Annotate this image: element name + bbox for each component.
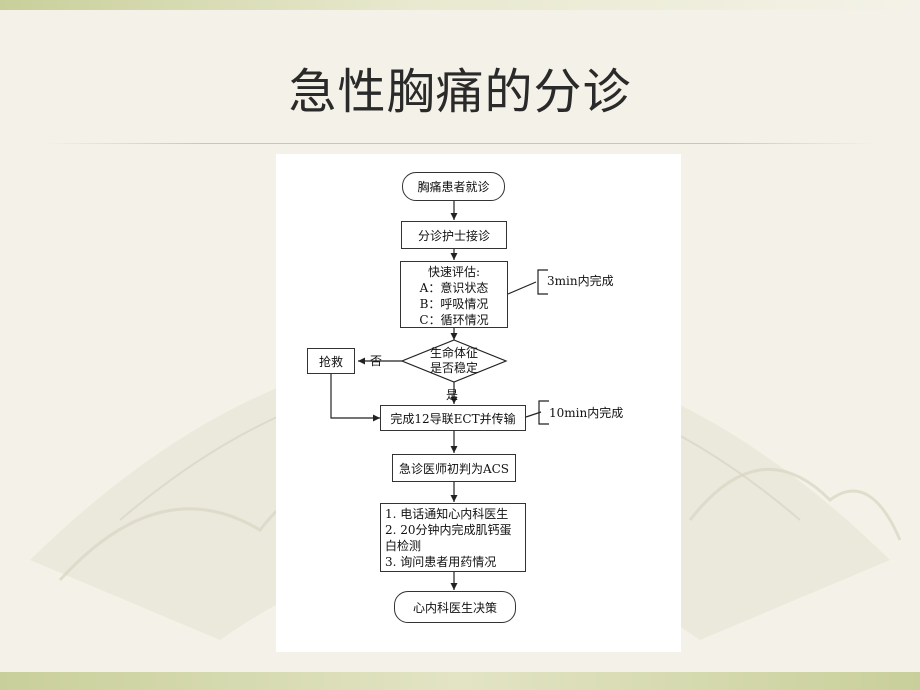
top-decorative-band bbox=[0, 0, 920, 10]
assessment-node: 快速评估: A：意识状态 B：呼吸情况 C：循环情况 bbox=[400, 261, 508, 328]
action-1: 1. 电话通知心内科医生 bbox=[385, 507, 509, 521]
flowchart-panel: 胸痛患者就诊 分诊护士接诊 快速评估: A：意识状态 B：呼吸情况 C：循环情况… bbox=[276, 154, 681, 652]
rescue-node: 抢救 bbox=[307, 348, 355, 374]
yes-branch-label: 是 bbox=[446, 388, 459, 402]
diagnosis-node-label: 急诊医师初判为ACS bbox=[398, 461, 510, 476]
end-node: 心内科医生决策 bbox=[394, 591, 516, 623]
decision-line-1: 生命体征 bbox=[429, 346, 478, 360]
slide-title: 急性胸痛的分诊 bbox=[288, 64, 632, 120]
flowchart-connectors bbox=[330, 201, 549, 590]
bottom-decorative-band bbox=[0, 672, 920, 690]
actions-node: 1. 电话通知心内科医生 2. 20分钟内完成肌钙蛋 白检测 3. 询问患者用药… bbox=[380, 503, 526, 572]
no-branch-label: 否 bbox=[370, 354, 383, 368]
start-node-label: 胸痛患者就诊 bbox=[417, 180, 490, 194]
action-2-cont: 白检测 bbox=[385, 539, 422, 553]
triage-node-label: 分诊护士接诊 bbox=[417, 228, 490, 243]
diagnosis-node: 急诊医师初判为ACS bbox=[392, 454, 516, 482]
end-node-label: 心内科医生决策 bbox=[412, 600, 497, 615]
note-bracket-assessment bbox=[537, 269, 548, 295]
decision-line-2: 是否稳定 bbox=[429, 361, 478, 375]
assessment-item-a: A：意识状态 bbox=[419, 281, 489, 295]
note-bracket-ecg bbox=[538, 400, 549, 425]
ecg-time-note: 10min内完成 bbox=[549, 406, 624, 420]
start-node: 胸痛患者就诊 bbox=[402, 172, 505, 201]
triage-node: 分诊护士接诊 bbox=[401, 221, 507, 249]
note-connector-assessment bbox=[507, 281, 537, 295]
action-3: 3. 询问患者用药情况 bbox=[385, 555, 497, 569]
assessment-title: 快速评估: bbox=[427, 265, 481, 279]
assessment-item-b: B：呼吸情况 bbox=[419, 297, 489, 311]
title-divider bbox=[42, 143, 878, 144]
ecg-node: 完成12导联ECT并传输 bbox=[380, 405, 526, 431]
action-2: 2. 20分钟内完成肌钙蛋 bbox=[385, 523, 512, 537]
rescue-node-label: 抢救 bbox=[318, 354, 343, 369]
assessment-item-c: C：循环情况 bbox=[419, 313, 489, 327]
assessment-time-note: 3min内完成 bbox=[547, 274, 614, 288]
decision-label: 生命体征 是否稳定 bbox=[416, 346, 492, 376]
arrow-rescue-to-ecg bbox=[330, 374, 380, 422]
ecg-node-label: 完成12导联ECT并传输 bbox=[390, 411, 516, 426]
decision-diamond bbox=[400, 339, 508, 383]
